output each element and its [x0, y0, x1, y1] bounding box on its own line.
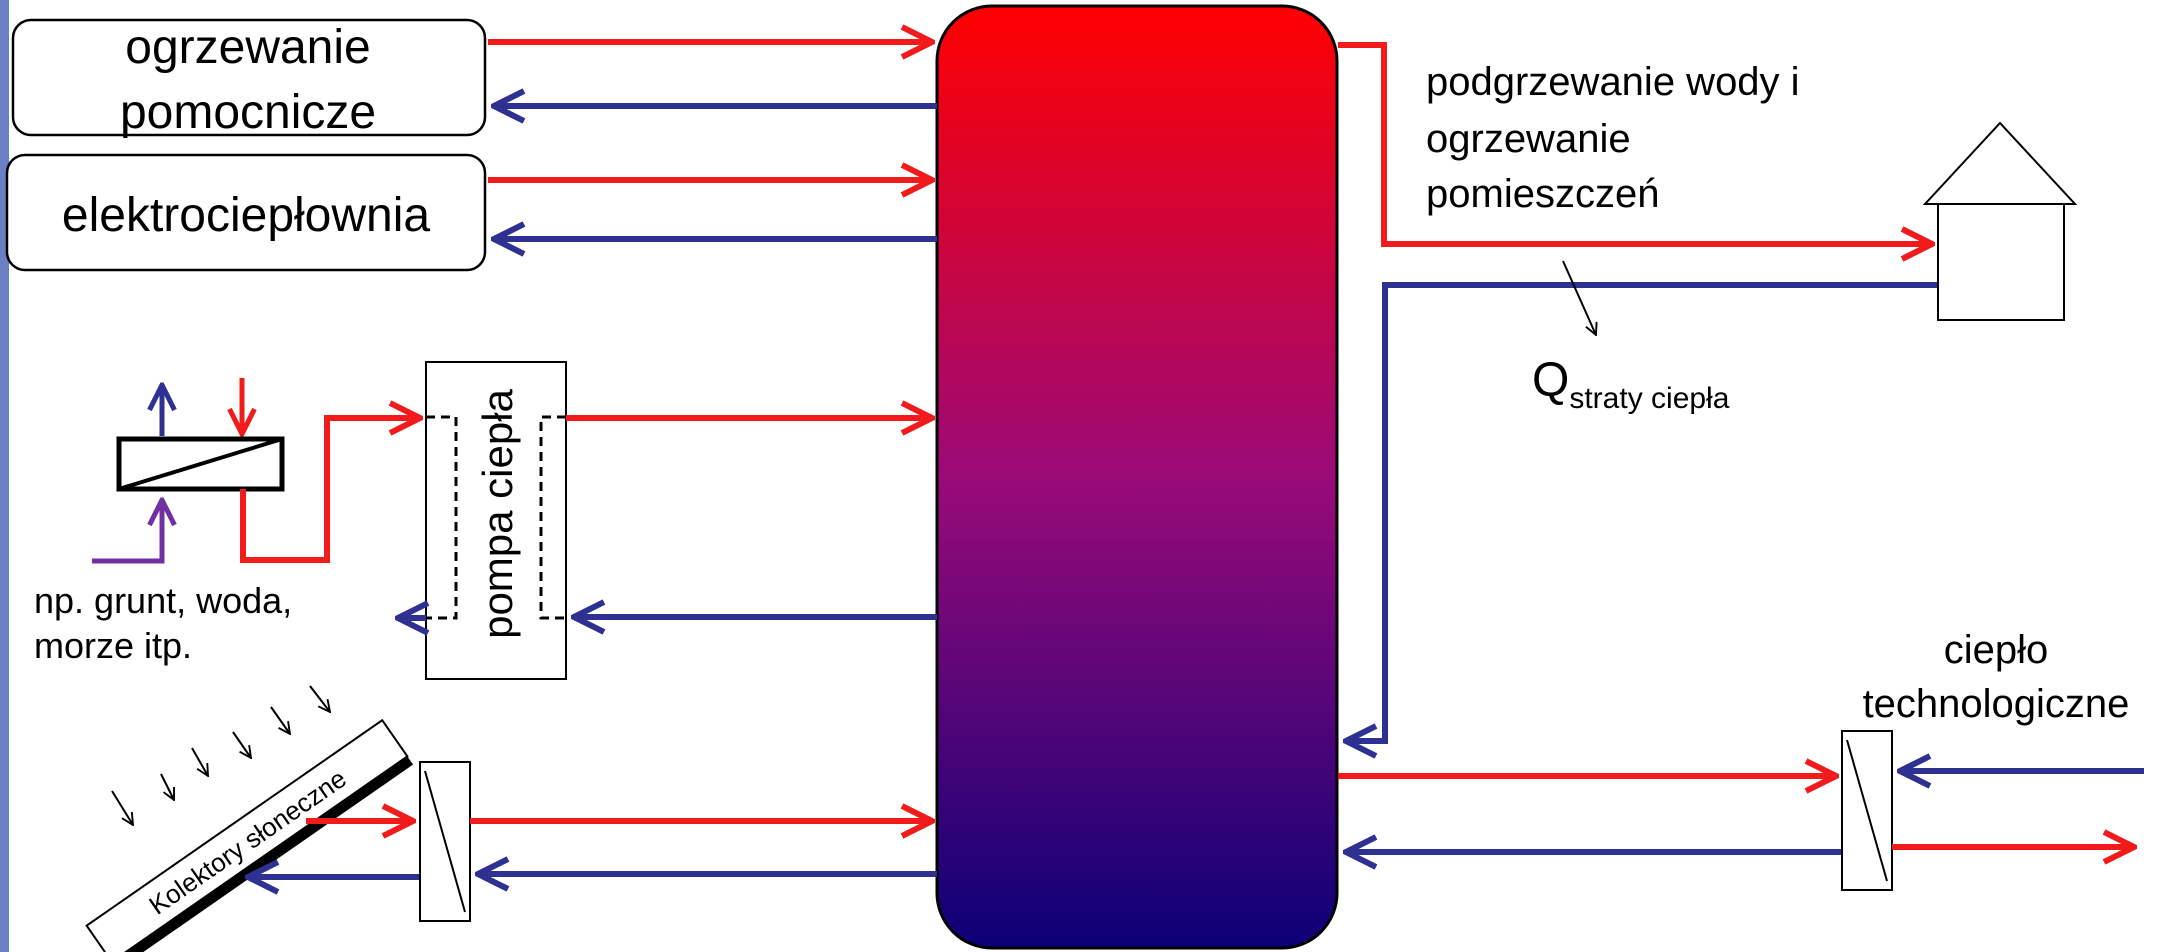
sun-rays: [111, 685, 330, 825]
sun-ray-arrow: [191, 747, 208, 776]
aux-heating-box: [11, 18, 487, 137]
heat-pump-box: [425, 361, 567, 680]
dhw-label-line3: pomieszczeń: [1426, 172, 1659, 216]
solar-exchanger-diagonal: [424, 770, 466, 913]
source-label-line2: morze itp.: [34, 625, 192, 666]
dhw-label-line2: ogrzewanie: [1426, 117, 1631, 161]
house-roof: [1922, 121, 2078, 205]
dhw-return-pipe: [1346, 282, 1938, 741]
heat-loss-label: Qstraty ciepła: [1532, 354, 1730, 415]
chp-box: [5, 153, 487, 272]
heat-loss-subscript: straty ciepła: [1569, 382, 1729, 415]
sun-ray-arrow: [111, 790, 133, 825]
source-exchanger-diagonal: [118, 437, 283, 491]
storage-tank: [935, 4, 1339, 950]
process-exchanger-diagonal: [1846, 739, 1888, 882]
chp-unit: elektrociepłownia: [5, 153, 487, 272]
solar-exchanger-box: [419, 761, 471, 922]
dhw-label-line1: podgrzewanie wody i: [1426, 60, 1800, 104]
source-medium-pipe: [92, 500, 162, 564]
process-heat-label-line1: ciepło: [1944, 628, 2049, 672]
chp-label: elektrociepłownia: [62, 189, 431, 242]
heat-pump: pompa ciepła: [425, 361, 567, 680]
heat-pump-evaporator-coil: [426, 415, 458, 620]
dhw-supply-pipe: [1338, 42, 1932, 244]
sun-ray-arrow: [270, 706, 290, 734]
source-label-line1: np. grunt, woda,: [34, 580, 292, 621]
process-heat-label-line2: technologiczne: [1863, 682, 2130, 726]
aux-heating-label-line1: ogrzewanie: [125, 21, 370, 74]
process-heat-exchanger: [1841, 730, 1893, 891]
left-edge-strip: [0, 0, 9, 952]
aux-heating-label-line2: pomocnicze: [120, 86, 376, 139]
heat-loss-arrow: [1562, 260, 1596, 335]
ground-source-exchanger: [116, 436, 285, 492]
aux-heating-unit: ogrzewanie pomocnicze: [11, 18, 487, 139]
heat-pump-condenser-coil: [539, 415, 566, 620]
heat-loss-symbol: Q: [1532, 354, 1569, 407]
house-body: [1937, 203, 2065, 321]
sun-ray-arrow: [309, 685, 330, 712]
sun-ray-arrow: [232, 731, 251, 758]
solar-collectors-label: Kolektory słoneczne: [143, 763, 351, 920]
solar-heat-exchanger: [419, 761, 471, 922]
sun-ray-arrow: [160, 773, 174, 800]
source-to-heat-pump-pipe: [240, 418, 420, 563]
house-icon: [1922, 121, 2078, 321]
heat-pump-label: pompa ciepła: [474, 388, 521, 638]
